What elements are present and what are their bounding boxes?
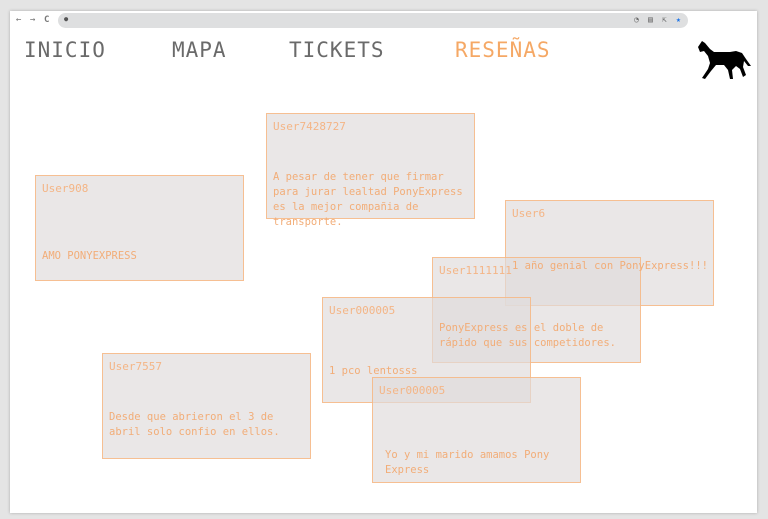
share-icon[interactable]: ⇱ <box>662 15 667 24</box>
review-username: User7557 <box>109 360 162 373</box>
translate-icon[interactable]: ▤ <box>648 15 653 24</box>
review-text: 1 pco lentosss <box>329 365 418 377</box>
review-username: User6 <box>512 207 546 220</box>
address-bar[interactable]: ● ◔ ▤ ⇱ ★ <box>58 13 688 28</box>
review-card: User7428727 A pesar de tener que firmar … <box>266 113 475 228</box>
back-icon[interactable]: ← <box>16 15 22 25</box>
review-text: AMO PONYEXPRESS <box>42 250 137 262</box>
review-text: PonyExpress es el doble de rápido que su… <box>439 322 617 349</box>
review-username: User1111111 <box>439 264 512 277</box>
review-text: 1 año genial con PonyExpress!!! <box>512 260 708 272</box>
review-card: User1111111 PonyExpress es el doble de r… <box>432 257 641 363</box>
browser-toolbar: ← → C ● ◔ ▤ ⇱ ★ <box>10 11 757 31</box>
horse-logo-icon[interactable] <box>696 39 752 81</box>
lock-icon: ● <box>64 15 69 23</box>
nav-mapa[interactable]: MAPA <box>172 38 227 62</box>
bookmark-star-icon[interactable]: ★ <box>676 15 681 24</box>
review-card: User000005 Yo y mi marido amamos Pony Ex… <box>372 377 581 483</box>
download-icon[interactable]: ◔ <box>634 15 639 24</box>
review-card: User908 AMO PONYEXPRESS <box>35 175 244 281</box>
nav-resenas[interactable]: RESEÑAS <box>455 38 551 62</box>
nav-tickets[interactable]: TICKETS <box>289 38 385 62</box>
review-username: User000005 <box>329 304 396 317</box>
forward-icon[interactable]: → <box>30 15 36 25</box>
review-text: Desde que abrieron el 3 de abril solo co… <box>109 411 280 438</box>
browser-window: ← → C ● ◔ ▤ ⇱ ★ INICIO MAPA TICKETS RESE… <box>10 11 757 513</box>
review-username: User908 <box>42 182 89 195</box>
review-text: A pesar de tener que firmar para jurar l… <box>273 171 463 228</box>
review-username: User7428727 <box>273 120 346 133</box>
reload-icon[interactable]: C <box>44 15 50 25</box>
review-text: Yo y mi marido amamos Pony Express <box>385 449 550 476</box>
nav-inicio[interactable]: INICIO <box>24 38 106 62</box>
review-card: User7557 Desde que abrieron el 3 de abri… <box>102 353 311 459</box>
review-username: User000005 <box>379 384 446 397</box>
